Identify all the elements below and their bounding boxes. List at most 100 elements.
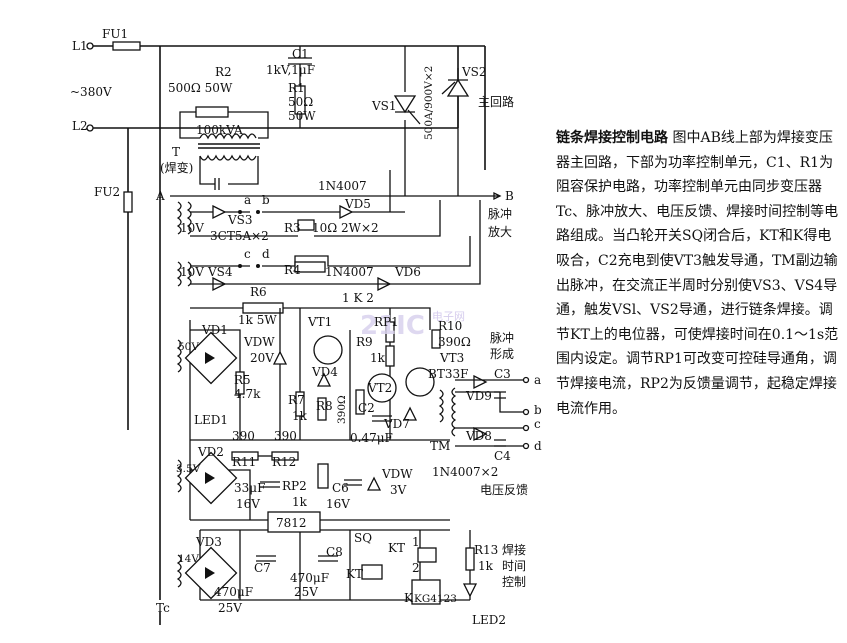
svg-text:FU2: FU2 [94,185,120,199]
svg-text:7812: 7812 [276,516,307,530]
svg-text:2: 2 [412,561,420,575]
svg-text:电子网: 电子网 [432,310,465,323]
watermark-logo: 21IC 电子网 [360,310,465,341]
svg-text:LED1: LED1 [194,413,228,427]
svg-text:500Ω 50W: 500Ω 50W [168,81,233,95]
svg-text:R13: R13 [474,543,498,557]
svg-text:10V: 10V [180,221,204,235]
circuit-description: 链条焊接控制电路 图中AB线上部为焊接变压器主回路，下部为功率控制单元，C1、R… [556,126,842,421]
svg-text:KT: KT [388,541,405,555]
svg-text:1k 5W: 1k 5W [238,313,277,327]
svg-text:VD6: VD6 [394,265,421,279]
description-body: 图中AB线上部为焊接变压器主回路，下部为功率控制单元，C1、R1为阻容保护电路，… [556,130,839,417]
svg-text:3V: 3V [390,483,407,497]
svg-text:1k: 1k [292,495,308,509]
svg-text:形成: 形成 [490,347,514,361]
svg-text:R10: R10 [438,319,462,333]
svg-text:16V: 16V [326,497,350,511]
svg-text:1N4007: 1N4007 [318,179,367,193]
svg-text:b: b [262,193,270,207]
svg-text:C7: C7 [254,561,271,575]
svg-text:Tc: Tc [156,601,170,615]
svg-text:VT2: VT2 [367,381,392,395]
svg-text:R6: R6 [250,285,267,299]
svg-text:1k: 1k [370,351,386,365]
svg-text:390: 390 [274,429,297,443]
svg-text:A: A [155,189,165,203]
svg-text:C6: C6 [332,481,349,495]
svg-text:1: 1 [412,535,420,549]
svg-text:FU1: FU1 [102,27,128,41]
svg-text:VS2: VS2 [461,65,487,79]
svg-text:100kVA: 100kVA [196,123,243,137]
svg-text:470μF: 470μF [290,571,329,585]
svg-text:L1: L1 [72,39,88,53]
svg-text:焊接: 焊接 [502,542,526,557]
component-labels: L1 FU1 ~380V L2 FU2 C1 1kV,1μF R2 500Ω 5… [70,27,542,627]
description-title: 链条焊接控制电路 [556,130,668,146]
svg-text:VD9: VD9 [465,389,492,403]
svg-text:VD7: VD7 [383,417,410,431]
svg-text:VD5: VD5 [344,197,371,211]
svg-text:KT: KT [346,567,363,581]
svg-text:c: c [244,247,251,261]
svg-text:b: b [534,403,542,417]
svg-text:1N4007×2: 1N4007×2 [432,465,498,479]
svg-text:控制: 控制 [502,575,526,589]
svg-text:B: B [505,189,514,203]
svg-text:1k: 1k [292,409,308,423]
svg-text:a: a [534,373,541,387]
svg-text:d: d [534,439,542,453]
svg-text:R9: R9 [356,335,373,349]
svg-text:50Ω: 50Ω [288,95,313,109]
svg-text:R5: R5 [234,373,251,387]
svg-text:R7: R7 [288,393,305,407]
svg-text:1k: 1k [478,559,494,573]
svg-text:LED2: LED2 [472,613,506,627]
svg-text:3CT5A×2: 3CT5A×2 [210,229,269,243]
svg-text:K: K [404,591,414,605]
svg-text:33μF: 33μF [234,481,265,495]
svg-text:1kV,1μF: 1kV,1μF [266,63,315,77]
bridge-rectifiers [176,331,238,600]
svg-text:VT1: VT1 [307,315,332,329]
svg-text:500A/900V×2: 500A/900V×2 [423,66,435,140]
regulator-7812 [267,511,321,533]
svg-text:VDW: VDW [381,467,413,481]
snubber-c1-r1 [288,46,312,128]
svg-text:VD4: VD4 [311,365,338,379]
svg-text:C3: C3 [494,367,511,381]
svg-text:(焊变): (焊变) [160,160,193,175]
scr-vs1-vs2 [393,46,470,196]
svg-text:R11: R11 [232,455,256,469]
svg-text:电压反馈: 电压反馈 [480,483,528,497]
svg-text:470μF: 470μF [214,585,253,599]
svg-text:50W: 50W [288,109,316,123]
transformer-primary [179,106,269,190]
svg-text:RP1: RP1 [374,315,399,329]
svg-text:时间: 时间 [502,559,526,573]
svg-text:C8: C8 [326,545,343,559]
svg-text:VT3: VT3 [439,351,464,365]
svg-text:脉冲: 脉冲 [490,330,514,345]
svg-text:25V: 25V [218,601,242,615]
svg-text:BT33F: BT33F [428,367,468,381]
svg-text:a: a [244,193,251,207]
svg-text:1N4007: 1N4007 [325,265,374,279]
svg-text:50V: 50V [178,341,199,353]
fuse-fu1 [112,41,141,51]
control-parts [231,321,530,605]
svg-text:VS4: VS4 [207,265,233,279]
svg-text:R2: R2 [215,65,232,79]
svg-text:3.5V: 3.5V [176,463,201,475]
svg-text:放大: 放大 [488,224,512,239]
svg-text:10Ω 2W×2: 10Ω 2W×2 [312,221,379,235]
svg-text:VD8: VD8 [465,429,492,443]
svg-text:C1: C1 [292,47,309,61]
svg-text:RP2: RP2 [282,479,307,493]
svg-text:VDW: VDW [243,335,275,349]
svg-text:21IC: 21IC [360,311,425,341]
svg-text:VS1: VS1 [371,99,397,113]
svg-text:25V: 25V [294,585,318,599]
